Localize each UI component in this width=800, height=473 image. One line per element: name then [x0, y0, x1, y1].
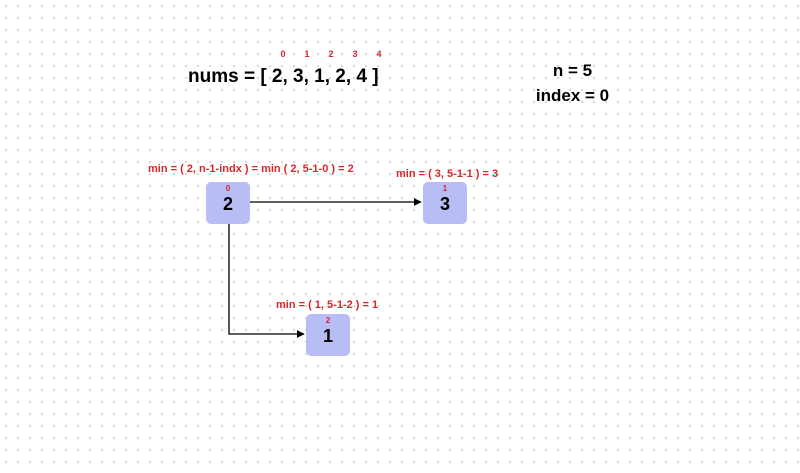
node-1[interactable]: 1 3: [423, 182, 467, 224]
node-0[interactable]: 0 2: [206, 182, 250, 224]
array-index-2: 2: [328, 49, 334, 59]
index-value-label: index = 0: [535, 86, 610, 105]
array-index-4: 4: [376, 49, 382, 59]
nums-array-label: nums = [ 2, 3, 1, 2, 4 ]: [188, 66, 379, 87]
node-0-index: 0: [225, 184, 231, 193]
node-0-value: 2: [222, 194, 233, 214]
array-index-1: 1: [304, 49, 310, 59]
n-value-label: n = 5: [552, 61, 593, 80]
array-index-3: 3: [352, 49, 358, 59]
node-2[interactable]: 2 1: [306, 314, 350, 356]
node-2-value: 1: [322, 326, 333, 346]
node-1-index: 1: [442, 184, 448, 193]
node-0-formula: min = ( 2, n-1-indx ) = min ( 2, 5-1-0 )…: [148, 163, 354, 175]
node-1-formula: min = ( 3, 5-1-1 ) = 3: [396, 168, 499, 180]
node-2-index: 2: [325, 316, 331, 325]
array-index-0: 0: [280, 49, 286, 59]
node-1-value: 3: [439, 194, 450, 214]
node-2-formula: min = ( 1, 5-1-2 ) = 1: [276, 299, 379, 311]
edge-0-to-2: [228, 224, 305, 338]
